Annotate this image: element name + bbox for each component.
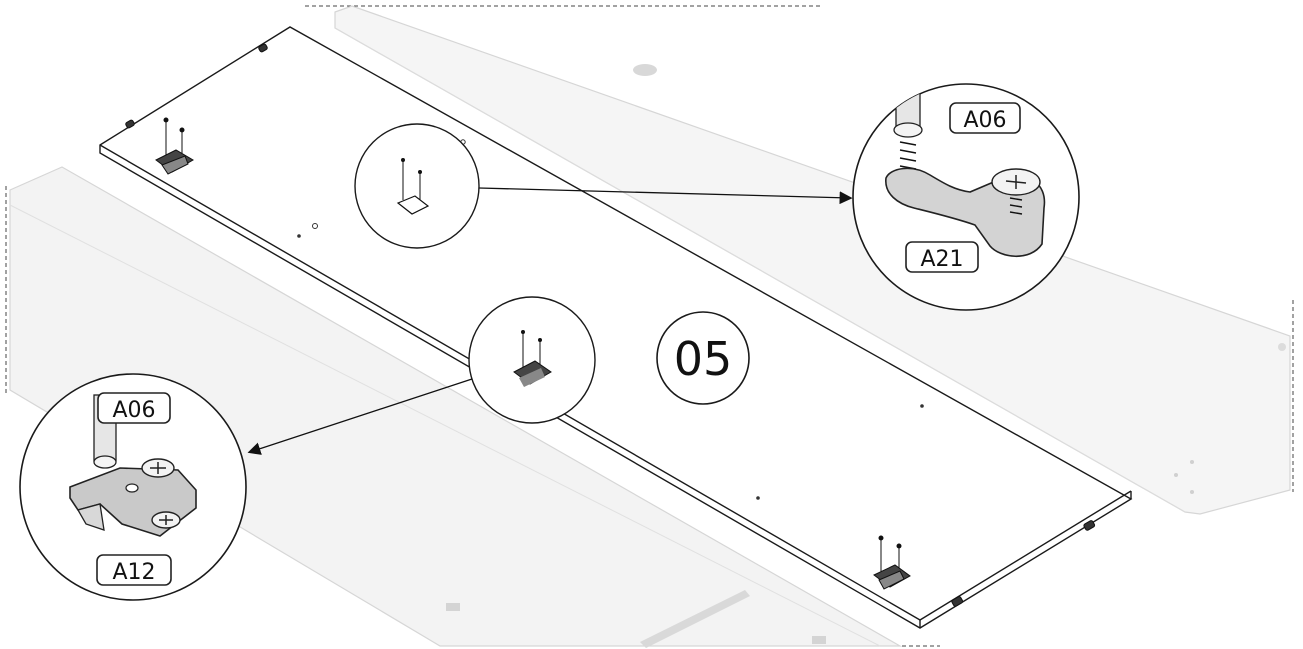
- label-a21: A21: [920, 247, 963, 272]
- label-a12: A12: [112, 560, 155, 585]
- arrow-to-cam-detail: [478, 187, 853, 205]
- faded-drawer-rail: [640, 590, 750, 648]
- arrow-to-hinge-detail: [247, 378, 473, 455]
- hinge-callout: [468, 296, 596, 424]
- hinge-plate-detail: A06 A12: [19, 373, 247, 601]
- hinge-plate-bottom: [873, 535, 911, 590]
- dowels: [125, 43, 1096, 607]
- cam-connector-detail: A06 A21: [852, 83, 1080, 311]
- label-a06-top: A06: [963, 108, 1006, 133]
- screwdriver-icon: [893, 84, 923, 138]
- cam-connector-callout: [354, 123, 480, 249]
- label-a06-left: A06: [112, 398, 155, 423]
- hinge-plate-top: [155, 117, 194, 175]
- cross-screw-head-icon: [150, 462, 166, 474]
- faded-hinge-part: [446, 603, 826, 644]
- background-panel-left: [9, 166, 903, 648]
- faded-cam-part: [633, 64, 657, 76]
- background-panel-right: [334, 5, 1291, 515]
- step-number-badge: 05: [656, 311, 750, 405]
- step-number: 05: [674, 332, 733, 386]
- cross-screw-head-icon: [1005, 175, 1027, 189]
- screw-spring: [899, 141, 917, 178]
